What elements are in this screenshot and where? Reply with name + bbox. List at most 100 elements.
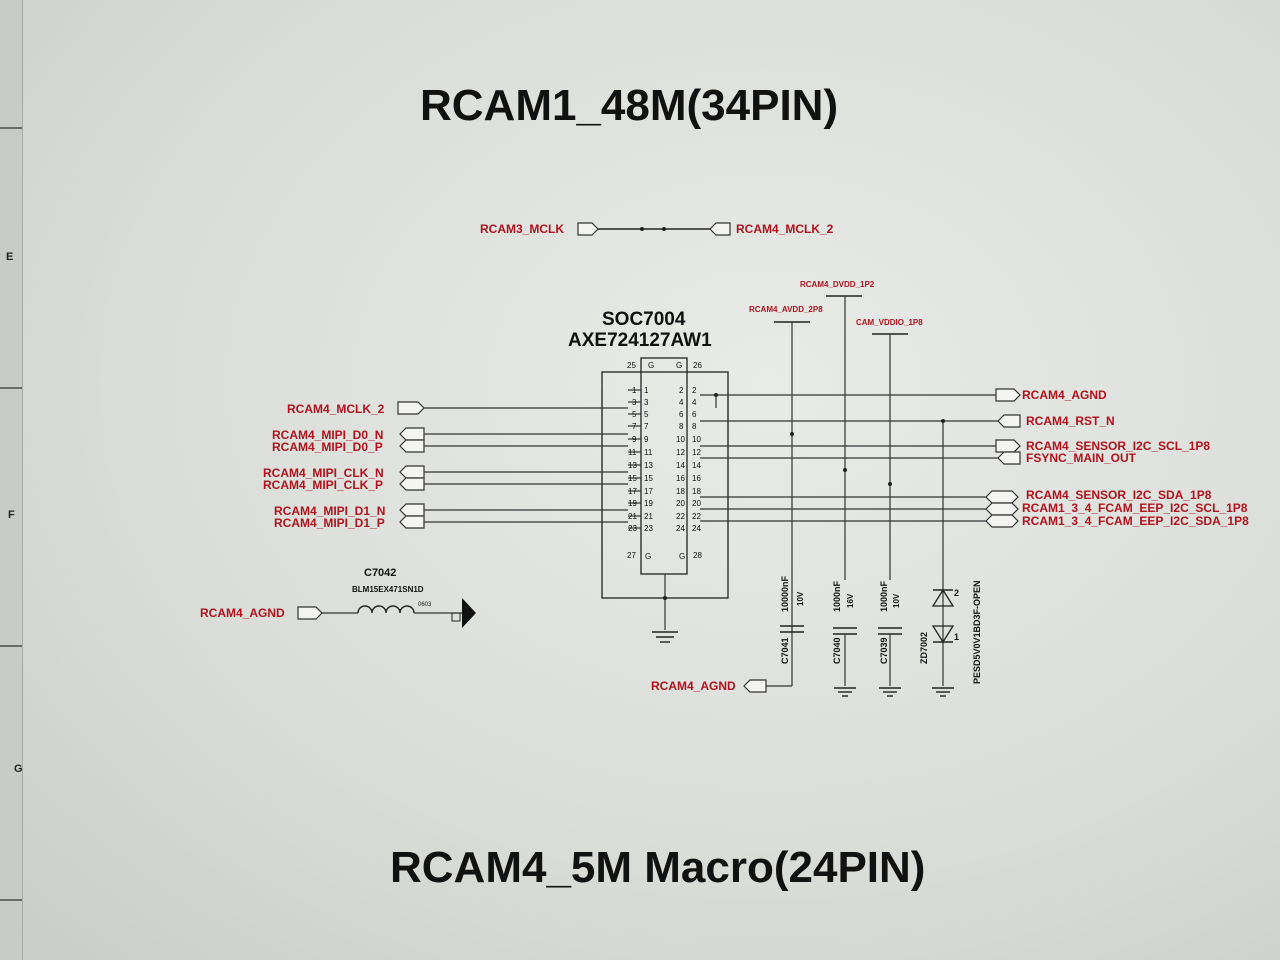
junction-dot: [714, 393, 718, 397]
pin-number: 8: [692, 422, 697, 431]
cap-value: 10000nF: [780, 575, 790, 612]
pin-number: 10: [676, 435, 685, 444]
pin-number: 7: [632, 422, 637, 431]
rail-label-avdd: RCAM4_AVDD_2P8: [749, 305, 823, 314]
net-label-fsync-main-out: FSYNC_MAIN_OUT: [1026, 451, 1137, 465]
pin-number: 10: [692, 435, 701, 444]
junction-dot: [790, 432, 794, 436]
pin-number: 20: [676, 499, 685, 508]
net-label-rcam4-agnd-right: RCAM4_AGND: [1022, 388, 1107, 402]
port-flag: [399, 465, 425, 479]
port-flag: [399, 477, 425, 491]
cap-ref: C7040: [832, 637, 842, 664]
rail-label-dvdd: RCAM4_DVDD_1P2: [800, 280, 875, 289]
pin-number: 16: [692, 474, 701, 483]
pin-number: 13: [628, 461, 637, 470]
cap-rating: 10V: [892, 593, 901, 608]
net-label-rcam3-mclk: RCAM3_MCLK: [480, 222, 564, 236]
grid-letter-g: G: [14, 763, 23, 775]
sheet-border: [22, 0, 1280, 960]
pin-ground-label: G: [648, 361, 654, 370]
pin-number: 27: [627, 551, 636, 560]
pin-number: 1: [632, 386, 637, 395]
junction-dot: [640, 227, 644, 231]
inductor-ref: C7042: [364, 567, 396, 579]
page-title-bottom: RCAM4_5M Macro(24PIN): [390, 843, 925, 892]
connector-body: [640, 357, 688, 575]
pin-number: 24: [676, 524, 685, 533]
net-label-rcam4-agnd-bottom: RCAM4_AGND: [651, 679, 736, 693]
net-label-mipi-clk-p: RCAM4_MIPI_CLK_P: [263, 478, 383, 492]
pin-number: 18: [692, 487, 701, 496]
pin-number: 12: [692, 448, 701, 457]
pin-number: 13: [644, 461, 653, 470]
net-label-rcam4-rst-n: RCAM4_RST_N: [1026, 414, 1115, 428]
ground-arrow: [462, 598, 476, 628]
net-label-mipi-d1-p: RCAM4_MIPI_D1_P: [274, 516, 385, 530]
pin-ground-label: G: [676, 361, 682, 370]
port-flag: [397, 401, 425, 415]
port-flag: [399, 515, 425, 529]
pin-ground-label: G: [645, 552, 651, 561]
pin-number: 21: [628, 512, 637, 521]
port-flag: [743, 679, 767, 693]
pin-number: 19: [644, 499, 653, 508]
diode-part: PESD5V0V1BD3F-OPEN: [972, 580, 982, 684]
pin-number: 8: [679, 422, 684, 431]
net-label-mipi-d1-n: RCAM4_MIPI_D1_N: [274, 504, 385, 518]
cap-rating: 16V: [846, 593, 855, 608]
net-label-fcam-eep-sda: RCAM1_3_4_FCAM_EEP_I2C_SDA_1P8: [1022, 514, 1249, 528]
capacitor-c7039: 1000nF C7039 10V: [878, 580, 902, 697]
pin-number: 16: [676, 474, 685, 483]
cap-ref: C7041: [780, 637, 790, 664]
inductor-note: 0603: [418, 602, 432, 608]
port-flag: [985, 490, 1019, 504]
pin-number: 21: [644, 512, 653, 521]
pin-number: 1: [644, 386, 649, 395]
cap-ref: C7039: [879, 637, 889, 664]
pin-number: 24: [692, 524, 701, 533]
net-label-sensor-i2c-scl: RCAM4_SENSOR_I2C_SCL_1P8: [1026, 439, 1210, 453]
pin-number: 18: [676, 487, 685, 496]
pin-number: 22: [676, 512, 685, 521]
connector-outline: [601, 371, 729, 599]
port-flag: [577, 222, 599, 236]
port-flag: [997, 451, 1021, 465]
pin-number: 17: [628, 487, 637, 496]
pin-number: 28: [693, 551, 702, 560]
pin-number: 25: [627, 361, 636, 370]
pin-number: 6: [692, 410, 697, 419]
capacitor-c7041: 10000nF C7041 10V: [780, 575, 805, 664]
pin-number: 11: [628, 448, 637, 457]
diode-pin: 2: [954, 588, 959, 598]
pin-number: 3: [632, 398, 637, 407]
net-label-rcam4-agnd-left: RCAM4_AGND: [200, 606, 285, 620]
net-label-mipi-d0-p: RCAM4_MIPI_D0_P: [272, 440, 383, 454]
pin-number: 19: [628, 499, 637, 508]
inductor-c7042: C7042 BLM15EX471SN1D RCAM4_AGND 0603: [200, 567, 476, 628]
right-nets: RCAM4_AGND RCAM4_RST_N RCAM4_SENSOR_I2C_…: [700, 388, 1249, 528]
pin-number: 26: [693, 361, 702, 370]
junction-dot: [662, 227, 666, 231]
pin-number: 2: [679, 386, 684, 395]
net-label-sensor-i2c-sda: RCAM4_SENSOR_I2C_SDA_1P8: [1026, 488, 1212, 502]
diode-zd7002: 2 1 ZD7002 PESD5V0V1BD3F-OPEN: [919, 419, 982, 697]
pin-number: 11: [644, 448, 653, 457]
net-label-mipi-clk-n: RCAM4_MIPI_CLK_N: [263, 466, 384, 480]
pin-number: 15: [644, 474, 653, 483]
junction-dot: [663, 596, 667, 600]
junction-dot: [888, 482, 892, 486]
pin-number: 14: [692, 461, 701, 470]
pin-number: 14: [676, 461, 685, 470]
port-flag: [709, 222, 731, 236]
port-flag: [995, 439, 1021, 453]
pin-number: 5: [632, 410, 637, 419]
pin-number: 5: [644, 410, 649, 419]
page-title-top: RCAM1_48M(34PIN): [420, 81, 838, 130]
capacitor-c7040: 1000nF C7040 16V: [832, 580, 857, 697]
net-label-rcam4-mclk-2: RCAM4_MCLK_2: [287, 402, 385, 416]
port-flag: [995, 388, 1021, 402]
pin-number: 12: [676, 448, 685, 457]
